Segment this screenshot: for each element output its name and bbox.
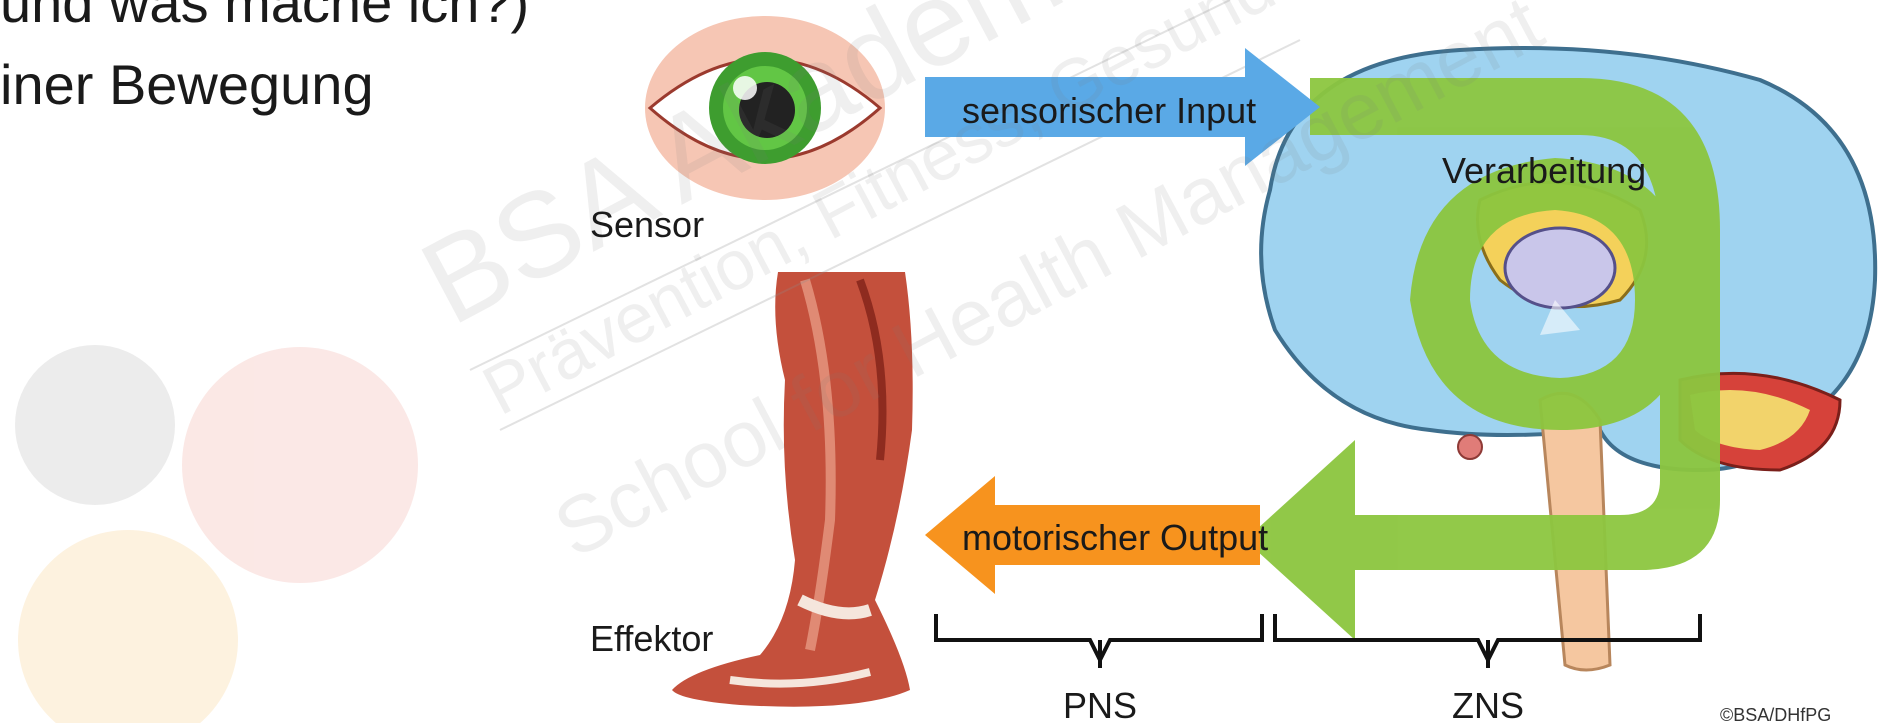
motor-output-label: motorischer Output	[962, 517, 1268, 559]
pns-bracket	[936, 614, 1262, 668]
copyright-notice: ©BSA/DHfPG	[1720, 705, 1831, 723]
zns-label: ZNS	[1452, 685, 1524, 723]
slide-title-line-2: iner Bewegung	[0, 52, 374, 117]
yellow-sphere	[18, 530, 238, 723]
effector-label: Effektor	[590, 618, 713, 660]
pns-label: PNS	[1063, 685, 1137, 723]
slide-title-line-1: und was mache ich?)	[0, 0, 529, 35]
processing-label: Verarbeitung	[1442, 150, 1646, 192]
sensor-label: Sensor	[590, 204, 704, 246]
grey-sphere	[15, 345, 175, 505]
red-sphere	[182, 347, 418, 583]
sensory-input-label: sensorischer Input	[962, 90, 1256, 132]
decorative-spheres	[15, 345, 418, 723]
